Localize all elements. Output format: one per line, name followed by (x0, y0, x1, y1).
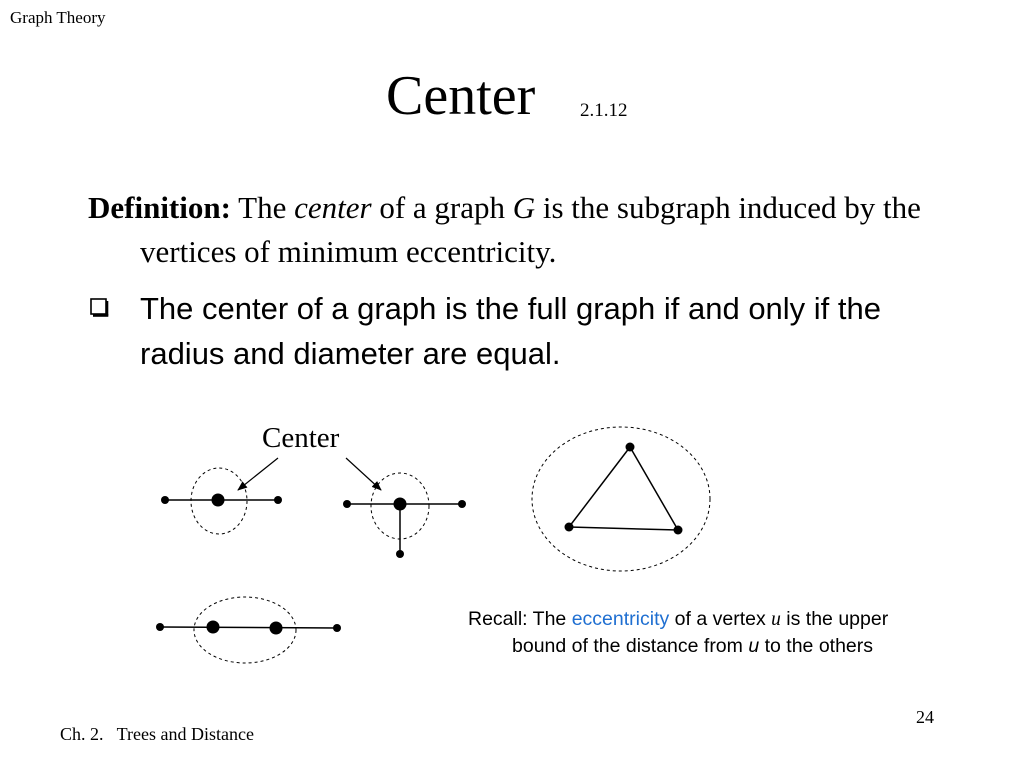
definition-text-1: The (238, 190, 287, 225)
definition-text-2: of a graph (379, 190, 505, 225)
edge (568, 446, 631, 528)
recall-vertex-var: u (771, 609, 781, 630)
vertex (564, 522, 574, 532)
center-vertex (206, 620, 220, 634)
graph-star (343, 472, 466, 558)
center-arrow-1 (237, 457, 279, 491)
definition-paragraph: Definition: The center of a graph G is t… (88, 186, 960, 274)
recall-end: to the others (764, 635, 874, 657)
vertex (333, 624, 341, 632)
vertex (396, 550, 404, 558)
center-vertex (393, 497, 407, 511)
definition-label: Definition: (88, 190, 231, 225)
page-number: 24 (916, 707, 934, 727)
slide-title: Center (386, 65, 536, 127)
center-vertex (269, 621, 283, 635)
vertex (156, 623, 164, 631)
course-title: Graph Theory (10, 8, 106, 27)
checkbox-bullet-icon (90, 298, 109, 317)
recall-after: is the upper bound of the distance from (512, 608, 889, 657)
graph-path-4 (156, 596, 341, 664)
vertex (161, 496, 169, 504)
vertex (274, 496, 282, 504)
graph-triangle (531, 426, 711, 572)
center-region-1 (190, 467, 248, 535)
center-arrow-2 (345, 457, 382, 491)
section-number: 2.1.12 (580, 100, 628, 121)
definition-term: center (294, 190, 372, 225)
recall-prefix: Recall: The (468, 608, 567, 630)
chapter-footer: Ch. 2. Trees and Distance (60, 724, 254, 744)
center-vertex (211, 493, 225, 507)
definition-graph-var: G (512, 190, 536, 225)
center-label: Center (262, 422, 340, 454)
vertex (343, 500, 351, 508)
recall-vertex-var-2: u (748, 635, 760, 657)
vertex (673, 525, 683, 535)
center-region-4 (193, 596, 297, 664)
bullet-text: The center of a graph is the full graph … (140, 291, 882, 371)
vertex (625, 442, 635, 452)
recall-note: Recall: The eccentricity of a vertex u i… (468, 606, 932, 659)
center-region-3 (531, 426, 711, 572)
edge (159, 626, 338, 629)
eccentricity-link[interactable]: eccentricity (571, 608, 670, 630)
edge (568, 526, 679, 531)
definition-text-3: is the subgraph induced by the vertices … (140, 190, 921, 269)
recall-mid: of a vertex (674, 608, 766, 630)
graph-path-3 (161, 467, 282, 535)
edge (629, 446, 679, 531)
vertex (458, 500, 466, 508)
